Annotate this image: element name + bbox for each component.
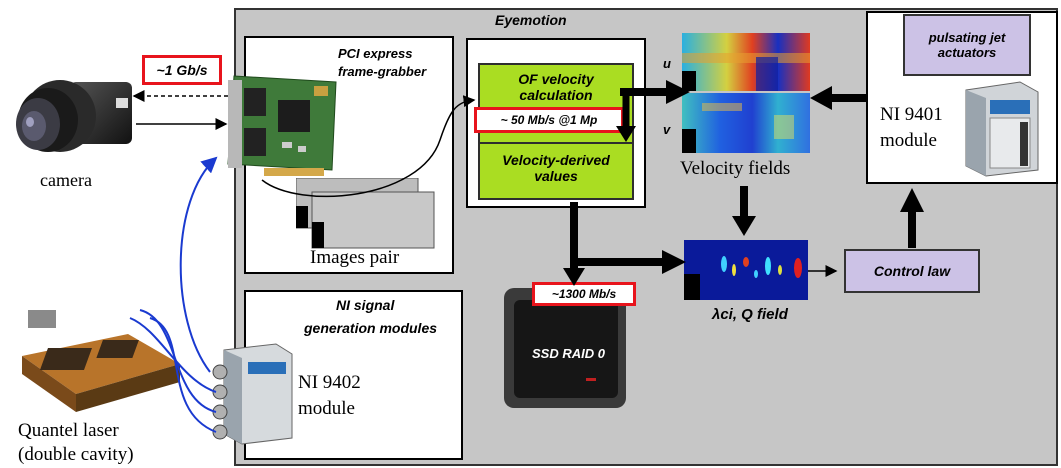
camera-icon xyxy=(16,80,132,152)
camera-label: camera xyxy=(40,170,92,190)
pulsating-jet-line1: pulsating jet xyxy=(928,30,1006,45)
cable-ni9402-to-board xyxy=(179,156,218,373)
velocity-derived-box: Velocity-derived values xyxy=(478,142,634,200)
laser-icon xyxy=(22,310,180,412)
ni9401-line1: NI 9401 xyxy=(880,104,943,125)
pulsating-jet-box: pulsating jet actuators xyxy=(903,14,1031,76)
ni9401-module-icon xyxy=(965,81,1039,177)
q-field-label: λci, Q field xyxy=(712,306,788,323)
ni9402-line1: NI 9402 xyxy=(298,372,361,393)
velocity-derived-line2: values xyxy=(534,168,578,184)
camera-image xyxy=(8,68,138,168)
velocity-fields-image xyxy=(682,33,810,153)
q-field-image xyxy=(684,240,808,300)
ssd-label: SSD RAID 0 xyxy=(532,346,605,361)
velocity-fields-icon xyxy=(682,33,810,153)
camera-link-rate: ~1 Gb/s xyxy=(142,55,222,85)
ni9402-module-image xyxy=(206,342,296,446)
signal-gen-title-2: generation modules xyxy=(304,320,438,336)
ni9401-line2: module xyxy=(880,130,937,151)
framegrabber-title-2: frame-grabber xyxy=(338,64,427,79)
pci-board-image xyxy=(224,66,342,184)
images-pair-image xyxy=(296,178,436,252)
pulsating-jet-line2: actuators xyxy=(937,45,997,60)
laser-image xyxy=(8,304,188,416)
cable-ni9402-to-laser-1 xyxy=(129,317,217,393)
ssd-icon xyxy=(504,288,626,408)
of-velocity-line2: calculation xyxy=(519,87,593,103)
signal-gen-title-1: NI signal xyxy=(336,297,395,313)
cable-ni9402-to-laser-2 xyxy=(139,309,217,413)
velocity-u-label: u xyxy=(663,56,671,71)
system-title: Eyemotion xyxy=(495,12,567,28)
control-law-box: Control law xyxy=(844,249,980,293)
ni9402-module-icon xyxy=(212,343,293,445)
laser-label-2: (double cavity) xyxy=(18,444,134,465)
pci-board-icon xyxy=(227,75,337,176)
laser-label-1: Quantel laser xyxy=(18,420,119,441)
arrow-board-to-of xyxy=(261,95,476,198)
velocity-fields-label: Velocity fields xyxy=(680,158,791,179)
images-pair-icon xyxy=(296,178,435,249)
framegrabber-title-1: PCI express xyxy=(338,46,413,61)
velocity-derived-line1: Velocity-derived xyxy=(502,152,610,168)
ni9402-line2: module xyxy=(298,398,355,419)
of-velocity-rate: ~ 50 Mb/s @1 Mp xyxy=(474,107,624,133)
ni9401-module-image xyxy=(958,78,1044,178)
velocity-v-label: v xyxy=(663,122,671,137)
cable-ni9402-to-laser-3 xyxy=(149,317,217,433)
q-field-icon xyxy=(684,240,808,300)
ssd-rate: ~1300 Mb/s xyxy=(532,282,636,306)
of-velocity-line1: OF velocity xyxy=(518,71,594,87)
images-pair-label: Images pair xyxy=(310,247,400,268)
ssd-image xyxy=(502,286,628,410)
